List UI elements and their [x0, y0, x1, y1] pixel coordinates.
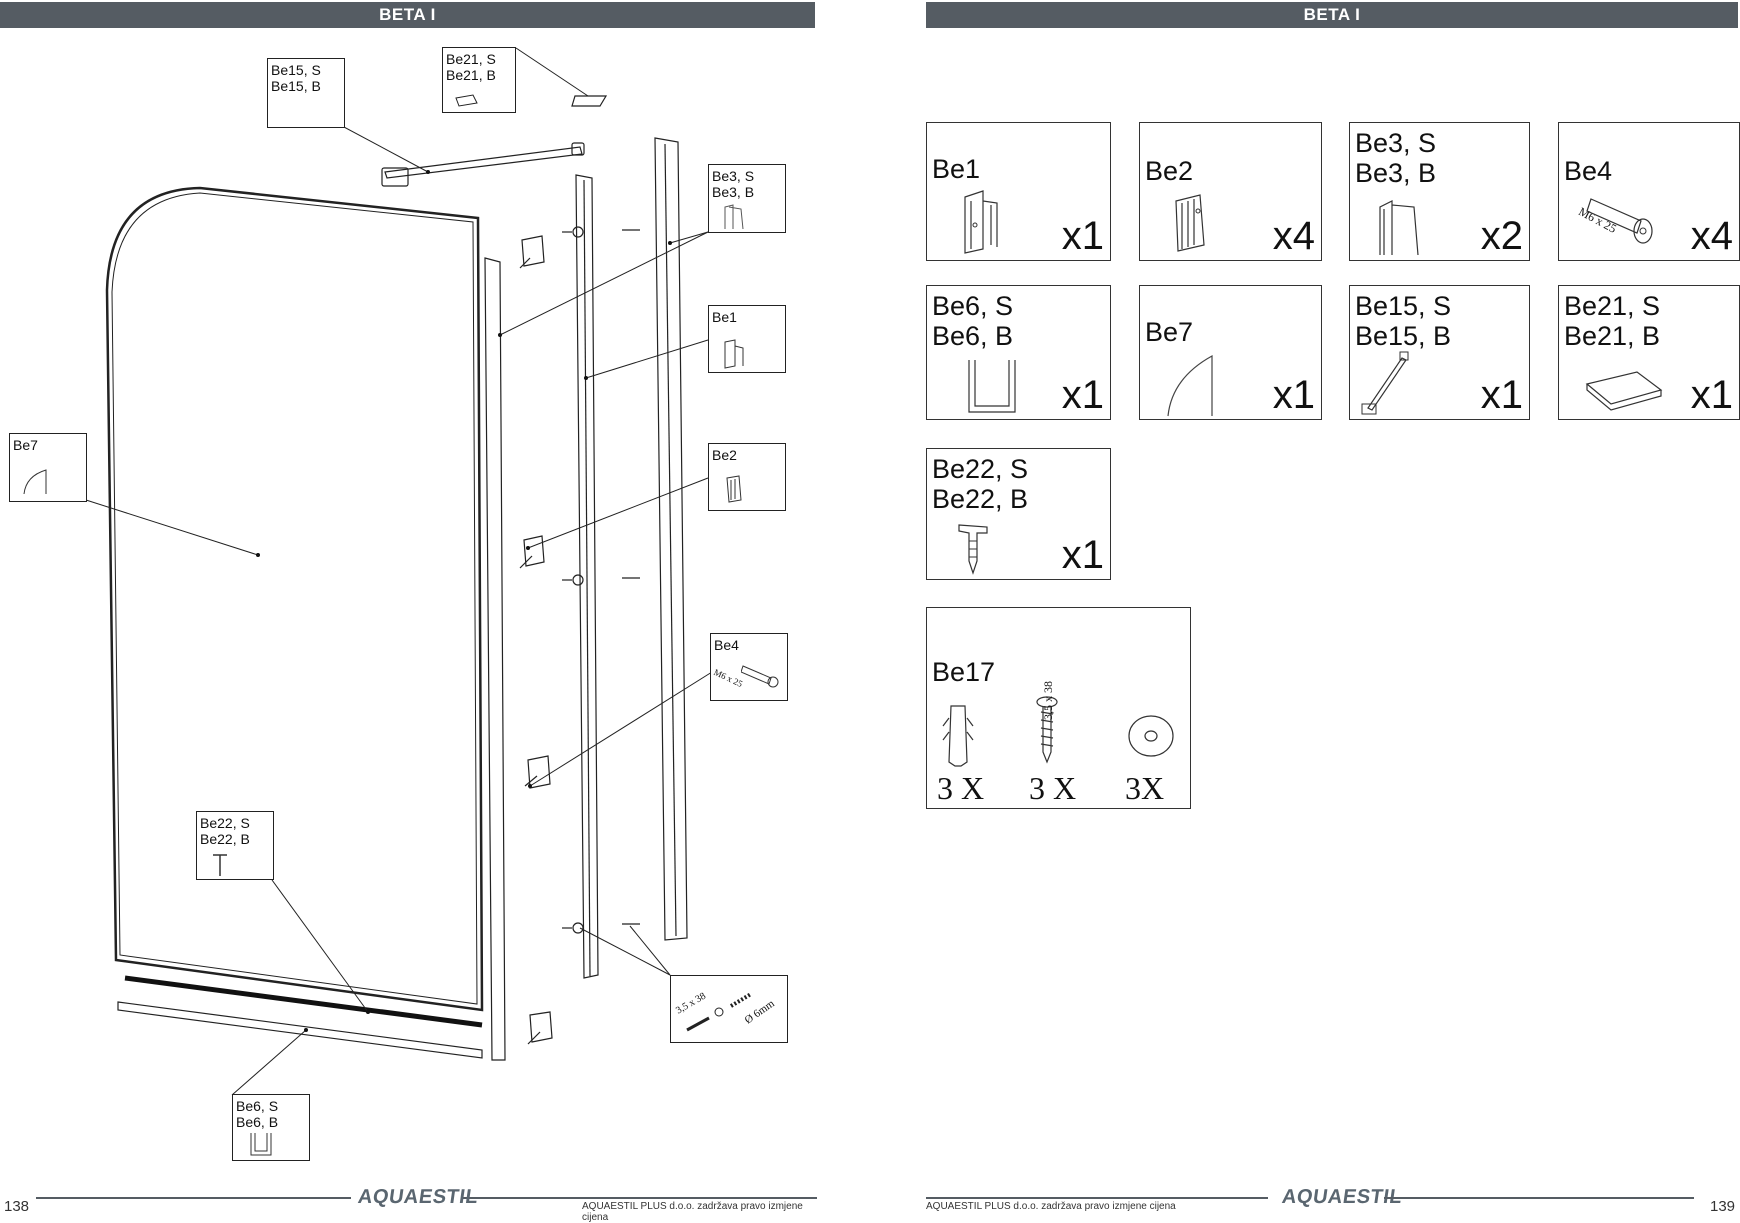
callout-screw-detail: 3,5 x 38 Ø 6mm: [670, 975, 788, 1043]
part-box-be21: Be21, S Be21, B x1: [1558, 285, 1740, 420]
wall-profile-icon: [724, 204, 744, 229]
footer-divider: [462, 1197, 817, 1199]
left-page: BETA I: [0, 0, 818, 1223]
page-title: BETA I: [0, 2, 815, 28]
callout-be6: Be6, S Be6, B: [232, 1094, 310, 1161]
end-cap-icon: [1585, 371, 1663, 411]
part-box-be3: Be3, S Be3, B x2: [1349, 122, 1530, 261]
wall-profile-icon: [1379, 200, 1419, 255]
screw-dimension: 3,5 x 38: [1041, 681, 1055, 720]
part-box-be17: Be17 3,5 x 38 3 X 3 X 3X: [926, 607, 1191, 809]
bolt-icon: [741, 665, 779, 688]
washer-icon: [1128, 715, 1174, 757]
part-box-be15: Be15, S Be15, B x1: [1349, 285, 1530, 420]
t-plug-icon: [213, 854, 227, 876]
profile-clip-icon: [964, 190, 998, 254]
part-box-be4: Be4 M6 x 25 x4: [1558, 122, 1740, 261]
callout-be3: Be3, S Be3, B: [708, 164, 786, 233]
page-title: BETA I: [926, 2, 1738, 28]
callout-be1: Be1: [708, 305, 786, 373]
footer-note: AQUAESTIL PLUS d.o.o. zadržava pravo izm…: [582, 1201, 803, 1223]
bracket-clip-icon: [726, 475, 742, 503]
brand-logo: AQUAESTIL: [356, 1186, 480, 1208]
callout-be15: Be15, S Be15, B: [267, 58, 345, 128]
part-box-be1: Be1 x1: [926, 122, 1111, 261]
screw-plug-icon: [686, 992, 753, 1032]
right-page: BETA I Be1 x1 Be2 x4 Be3, S Be3, B x2 Be…: [926, 0, 1740, 1215]
page-number: 138: [4, 1198, 30, 1215]
callout-be2: Be2: [708, 443, 786, 511]
t-plug-icon: [958, 524, 988, 575]
u-profile-icon: [968, 360, 1016, 413]
footer-divider: [1384, 1197, 1694, 1199]
part-box-be6: Be6, S Be6, B x1: [926, 285, 1111, 420]
footer-divider: [926, 1197, 1268, 1199]
callout-be21: Be21, S Be21, B: [442, 47, 516, 113]
footer-divider: [36, 1197, 351, 1199]
part-box-be2: Be2 x4: [1139, 122, 1322, 261]
part-box-be7: Be7 x1: [1139, 285, 1322, 420]
bolt-icon: [1586, 198, 1653, 244]
page-number: 139: [1710, 1198, 1736, 1215]
callout-be22: Be22, S Be22, B: [196, 811, 274, 880]
screw-icon: [1036, 696, 1058, 764]
profile-clip-icon: [724, 339, 744, 369]
callout-be7: Be7: [9, 433, 87, 502]
curve-seal-icon: [1167, 354, 1213, 417]
bracket-clip-icon: [1175, 194, 1205, 252]
qty-washer: 3X: [1125, 770, 1165, 806]
u-profile-icon: [250, 1133, 272, 1156]
curve-seal-icon: [23, 469, 47, 495]
part-box-be22: Be22, S Be22, B x1: [926, 448, 1111, 580]
support-bar-icon: [1361, 351, 1409, 415]
wall-plug-icon: [942, 705, 974, 767]
qty-wall-plug: 3 X: [937, 770, 985, 806]
end-cap-icon: [455, 94, 478, 107]
qty-screw: 3 X: [1029, 770, 1077, 806]
callout-be4: Be4 M6 x 25: [710, 633, 788, 701]
exploded-assembly-diagram: [85, 47, 713, 1096]
footer-note: AQUAESTIL PLUS d.o.o. zadržava pravo izm…: [926, 1201, 1176, 1212]
